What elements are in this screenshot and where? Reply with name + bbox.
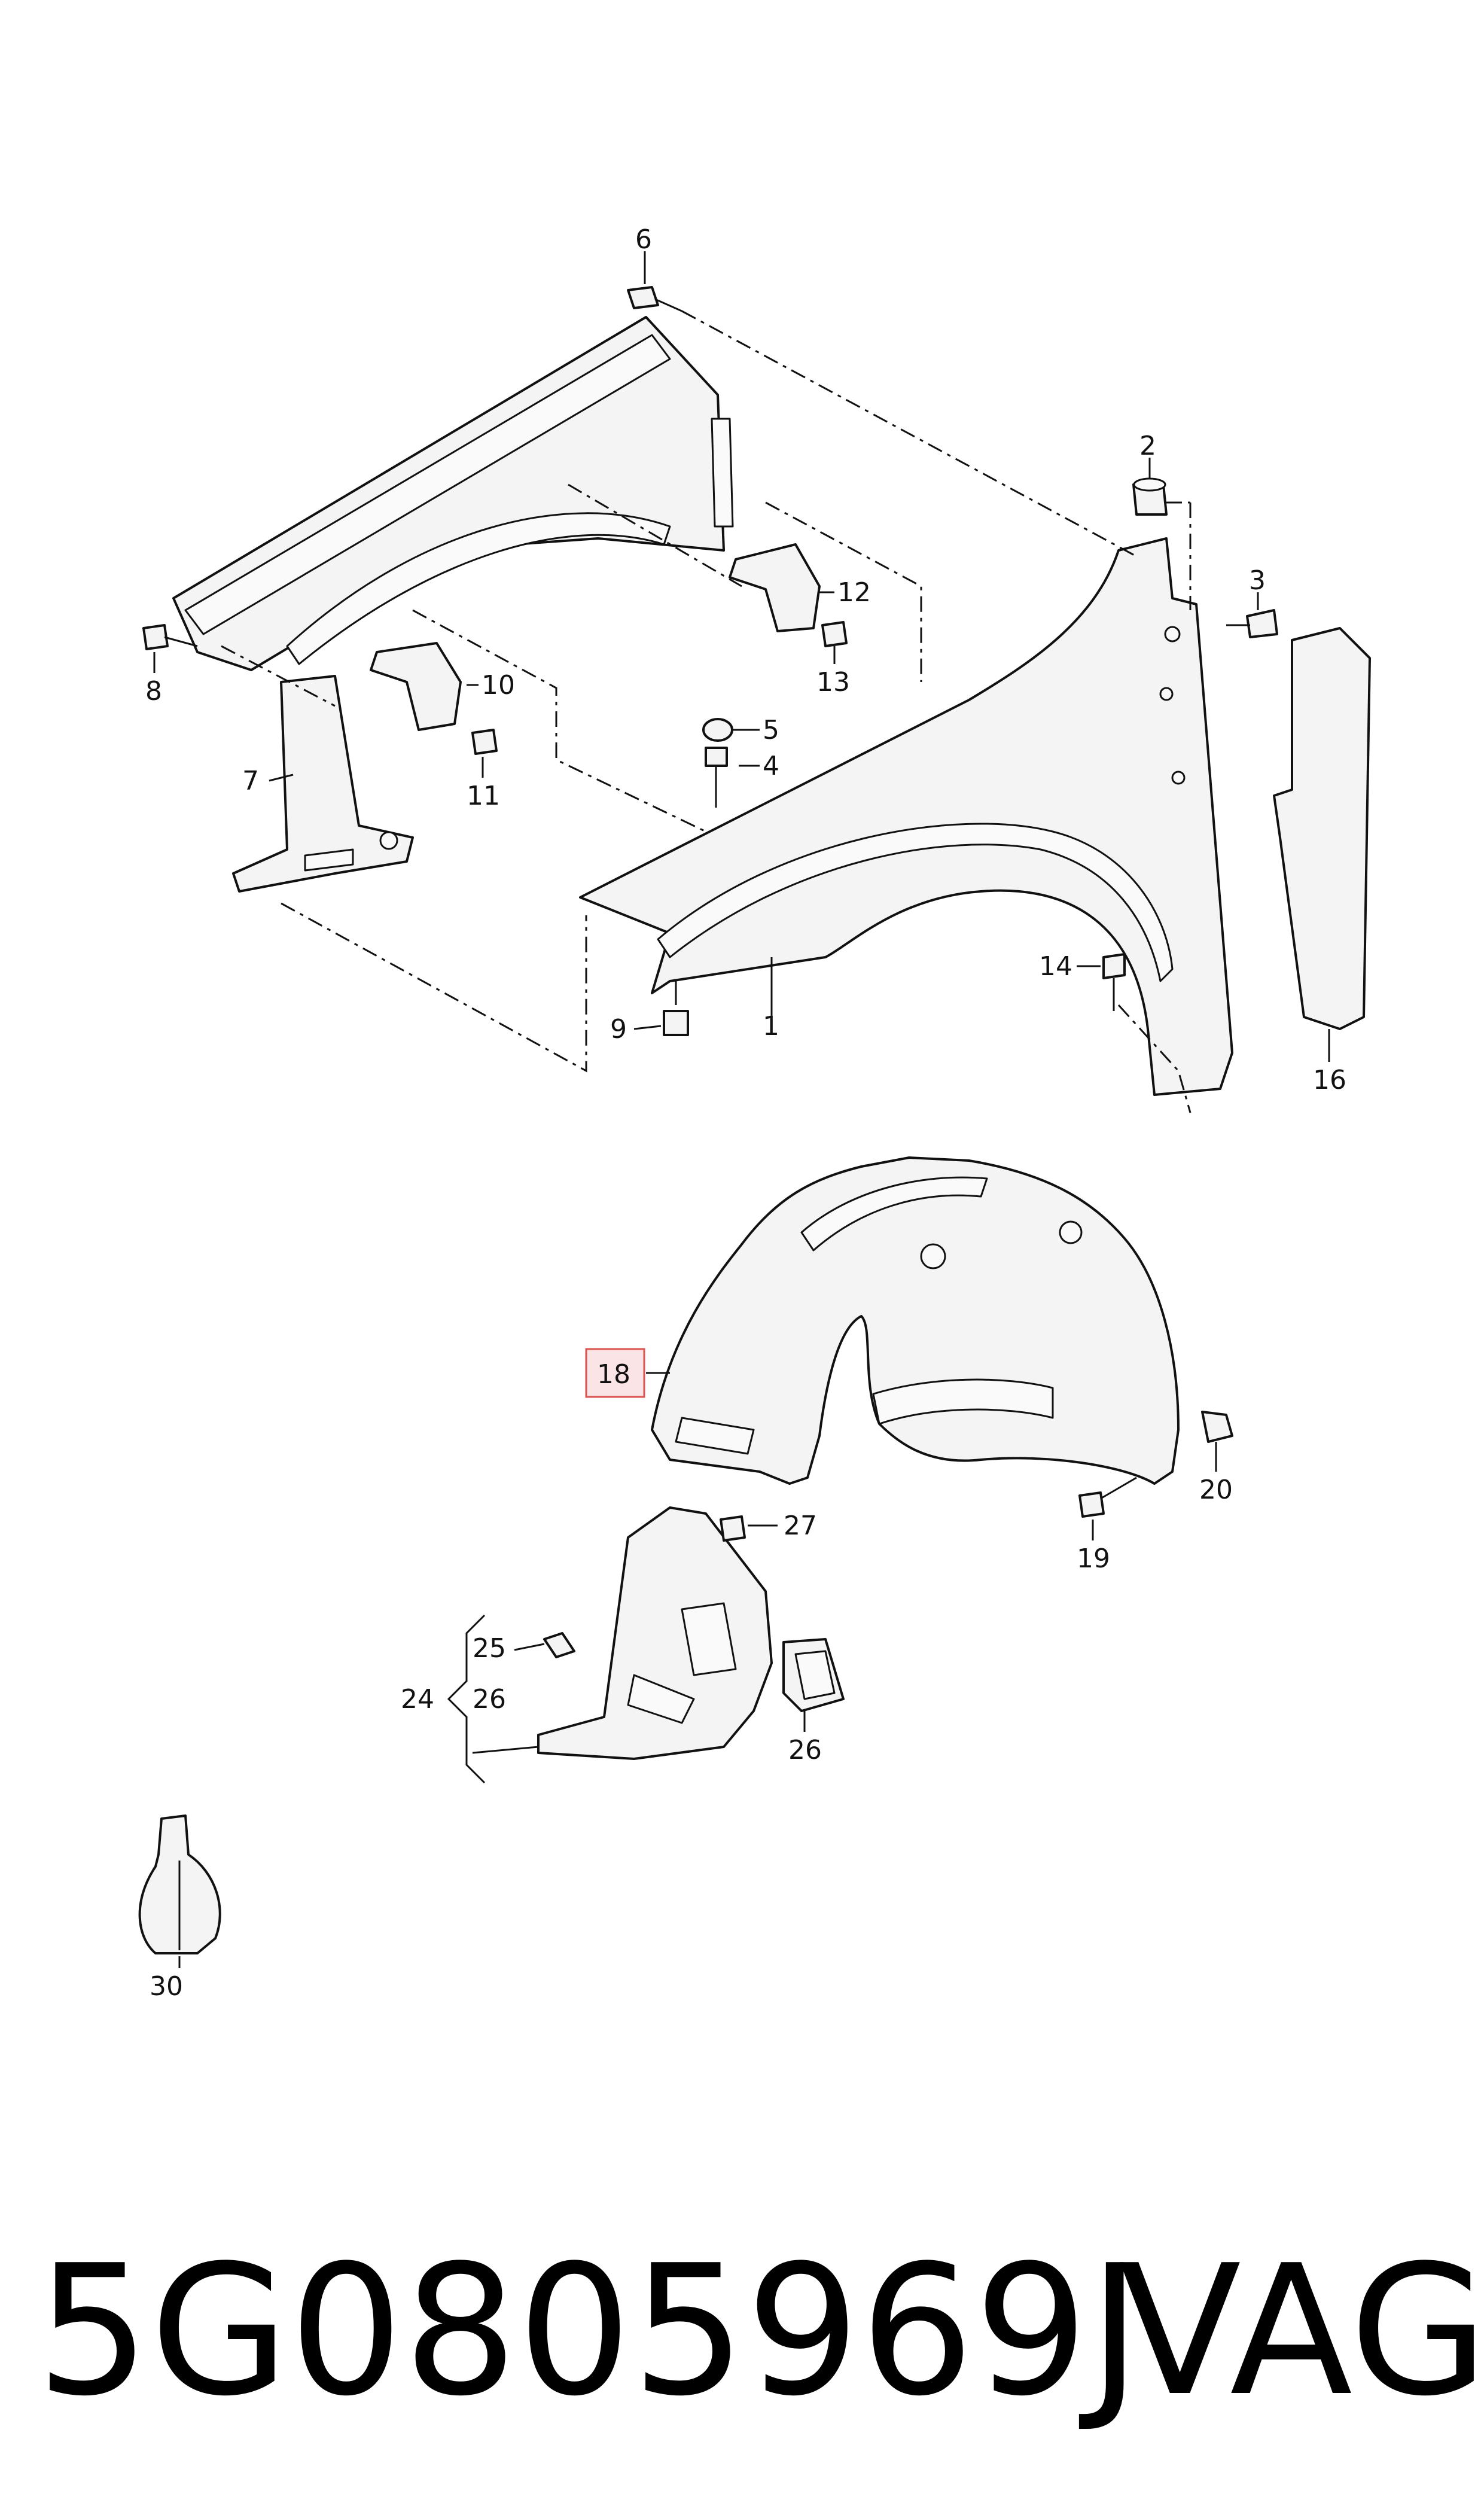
callout-4: 4 (763, 751, 779, 781)
screw-19 (1078, 1476, 1137, 1518)
support-bracket-7 (232, 675, 414, 893)
bolt-3 (1226, 609, 1278, 638)
callout-7: 7 (242, 766, 259, 796)
callout-1: 1 (763, 1011, 779, 1042)
callout-24: 24 (401, 1684, 434, 1715)
callout-26: 26 (473, 1684, 506, 1715)
callout-18: 18 (597, 1359, 630, 1390)
brand-name: VAG (1119, 2227, 1484, 2435)
clip-20 (1201, 1411, 1233, 1443)
callout-6: 6 (635, 224, 652, 255)
callout-2: 2 (1139, 431, 1156, 461)
front-frame-structure (172, 316, 734, 671)
callout-labels: 1 2 3 4 5 6 7 8 9 10 11 12 13 14 16 18 1… (145, 224, 1346, 2002)
bolt-13 (821, 621, 848, 647)
screw-27 (720, 1515, 746, 1542)
bolt-4 (705, 747, 728, 808)
nut-2 (1132, 477, 1168, 516)
protective-boot-30 (138, 1814, 221, 1954)
clip-25 (543, 1632, 575, 1658)
highlight-box-18 (585, 1348, 645, 1398)
callout-19: 19 (1077, 1543, 1110, 1574)
cover-plug-26 (782, 1638, 845, 1712)
fender-seal-16 (1273, 627, 1371, 1030)
wheel-housing-liner-18 (651, 1156, 1180, 1485)
bolt-11 (471, 729, 498, 755)
callout-14: 14 (1039, 951, 1072, 982)
callout-12: 12 (837, 577, 871, 608)
callout-11: 11 (467, 781, 500, 811)
lower-liner-24 (537, 1506, 773, 1760)
callout-5: 5 (763, 715, 779, 745)
bolt-6 (627, 286, 682, 312)
callout-26: 26 (788, 1735, 822, 1765)
callout-9: 9 (610, 1014, 627, 1045)
nut-5 (702, 718, 733, 742)
mount-bracket-10 (370, 642, 462, 731)
bolt-14 (1102, 953, 1126, 1011)
callout-8: 8 (145, 676, 162, 707)
callout-30: 30 (150, 1971, 183, 2002)
callout-13: 13 (816, 667, 850, 698)
callout-25: 25 (473, 1633, 506, 1664)
callout-10: 10 (482, 670, 515, 701)
front-fender-1 (579, 537, 1233, 1096)
assembly-lines (221, 310, 1192, 1113)
callout-3: 3 (1249, 565, 1266, 596)
bolt-8 (142, 624, 198, 650)
leader-lines (153, 251, 1330, 1968)
callout-20: 20 (1199, 1475, 1233, 1505)
bolt-9 (663, 981, 689, 1036)
mount-bracket-12 (729, 543, 821, 632)
callout-27: 27 (784, 1511, 817, 1541)
callout-16: 16 (1313, 1065, 1346, 1095)
part-number: 5G0805969J (36, 2227, 1141, 2435)
